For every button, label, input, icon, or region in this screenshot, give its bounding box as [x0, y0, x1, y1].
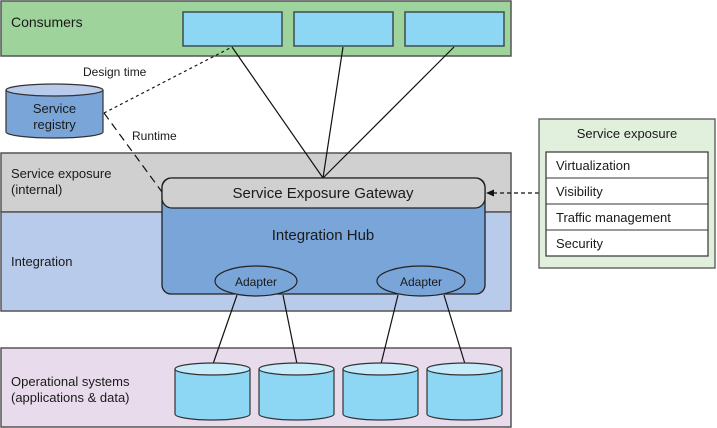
- data-store-body: [426, 369, 503, 421]
- data-store-body: [174, 369, 251, 421]
- adapter-connector: [282, 294, 298, 365]
- adapter: [376, 265, 466, 297]
- adapter-label: Adapter: [400, 275, 442, 289]
- consumer-box: [293, 11, 394, 47]
- data-store-top: [174, 362, 251, 376]
- data-store: [426, 362, 503, 421]
- operational-label: Operational systems: [11, 374, 130, 389]
- service-registry: Service registry: [5, 83, 104, 139]
- integration-hub-label: Integration Hub: [272, 227, 375, 244]
- registry-label: Service: [33, 101, 76, 116]
- service-exposure-internal-label: Service exposure: [11, 166, 111, 181]
- gateway-label: Service Exposure Gateway: [233, 185, 414, 202]
- data-store-body: [342, 369, 419, 421]
- adapter-label: Adapter: [235, 275, 277, 289]
- list-item-security: Security: [556, 236, 603, 251]
- adapter-connector: [443, 294, 466, 365]
- runtime-connector: [103, 112, 163, 193]
- design-time-label: Design time: [83, 65, 147, 79]
- adapter-connector: [212, 294, 238, 365]
- data-store-top: [258, 362, 335, 376]
- list-item-visibility: Visibility: [556, 184, 603, 199]
- consumer-connector: [322, 46, 455, 179]
- list-item-traffic-management: Traffic management: [556, 210, 671, 225]
- data-store: [258, 362, 335, 421]
- data-store-body: [258, 369, 335, 421]
- service-exposure-panel-title: Service exposure: [577, 126, 677, 141]
- operational-layer: [0, 347, 512, 428]
- service-exposure-gateway: [161, 177, 486, 209]
- data-store: [174, 362, 251, 421]
- consumer-box: [182, 11, 283, 47]
- adapter-connector: [380, 294, 399, 365]
- data-store-top: [426, 362, 503, 376]
- adapter: [214, 265, 298, 297]
- consumer-connector: [231, 46, 324, 179]
- consumers-label: Consumers: [11, 14, 83, 30]
- runtime-label: Runtime: [132, 129, 177, 143]
- service-exposure-internal-sublabel: (internal): [11, 182, 62, 197]
- data-store-top: [342, 362, 419, 376]
- arrow-head-icon: [486, 189, 494, 197]
- list-item-virtualization: Virtualization: [556, 158, 630, 173]
- operational-sublabel: (applications & data): [11, 390, 130, 405]
- consumer-connector: [322, 46, 344, 179]
- integration-label: Integration: [11, 254, 72, 269]
- consumer-box: [404, 11, 505, 47]
- registry-body: [5, 90, 104, 139]
- design-time-connector: [103, 46, 233, 114]
- registry-top: [5, 83, 104, 97]
- data-store: [342, 362, 419, 421]
- registry-sublabel: registry: [33, 117, 76, 132]
